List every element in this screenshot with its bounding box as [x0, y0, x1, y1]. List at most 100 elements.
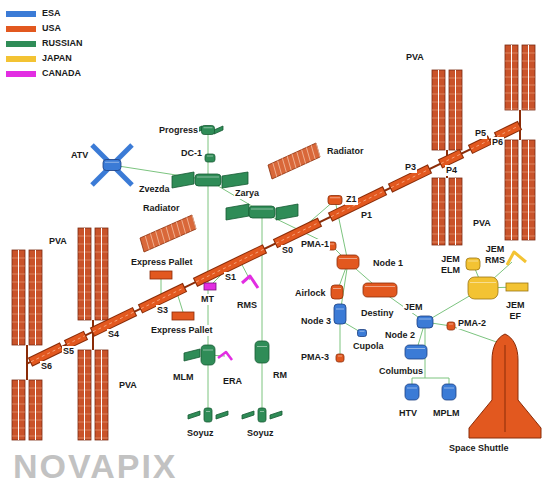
solar-array [18, 380, 19, 440]
rm-module [257, 346, 267, 347]
space-shuttle [505, 345, 506, 432]
cupola-module [360, 331, 365, 332]
node-module [417, 316, 433, 328]
zarya-module [251, 209, 273, 210]
module-solar-panel [172, 172, 194, 188]
legend-label: RUSSIAN [42, 38, 83, 49]
part-label: JEM EF [505, 300, 526, 322]
part-label: DC-1 [180, 148, 203, 159]
radiator-panel [171, 224, 175, 238]
legend: ESAUSARUSSIANJAPANCANADA [6, 6, 83, 81]
truss [67, 336, 85, 345]
legend-row: CANADA [6, 66, 83, 81]
truss [31, 347, 61, 362]
mplm-module [442, 384, 456, 400]
solar-array [84, 228, 85, 320]
part-label: PVA [118, 380, 138, 391]
airlock-module [331, 285, 343, 299]
node-module [334, 304, 346, 324]
radiator-panel [273, 163, 277, 177]
airlock-module [333, 288, 341, 289]
truss [441, 154, 461, 164]
radiator-panel [306, 147, 310, 161]
part-label: S4 [107, 329, 120, 340]
solar-array [78, 350, 91, 440]
solar-array [29, 380, 42, 440]
legend-swatch [6, 41, 36, 47]
node-module [334, 304, 346, 324]
truss [497, 126, 519, 137]
pma-module [336, 354, 344, 362]
progress-module [202, 126, 215, 135]
mobile-transporter [204, 283, 216, 290]
part-label: Cupola [352, 341, 385, 352]
solar-array [101, 350, 102, 440]
part-label: Columbus [378, 366, 424, 377]
truss [497, 126, 519, 137]
part-label: Soyuz [246, 428, 275, 439]
legend-swatch [6, 11, 36, 17]
mlm-module [201, 345, 215, 365]
rm-module [255, 341, 269, 363]
space-shuttle [469, 334, 541, 438]
solar-array [528, 140, 529, 240]
part-label: S5 [62, 346, 75, 357]
columbus-module [407, 348, 425, 349]
legend-row: ESA [6, 6, 83, 21]
part-label: Destiny [360, 308, 395, 319]
solar-array [12, 250, 42, 345]
airlock-module [331, 285, 343, 299]
part-label: P1 [360, 210, 373, 221]
solar-array [18, 250, 19, 345]
pma-module [447, 322, 455, 330]
legend-label: ESA [42, 8, 61, 19]
part-label: PMA-3 [300, 352, 330, 363]
soyuz-vehicle [258, 408, 266, 422]
solar-array [84, 350, 85, 440]
z1-truss [330, 197, 340, 198]
legend-label: JAPAN [42, 53, 72, 64]
part-label: RM [272, 370, 288, 381]
part-label: P5 [474, 128, 487, 139]
part-label: MT [200, 294, 215, 305]
connection-line [112, 165, 348, 262]
solar-array [511, 45, 512, 110]
node-module [337, 255, 359, 269]
jem-elm-module [468, 261, 478, 262]
solar-array [438, 70, 439, 150]
soyuz-vehicle [204, 408, 212, 422]
part-label: ATV [70, 150, 89, 161]
solar-array [12, 380, 25, 440]
mlm-module [203, 350, 213, 351]
module-solar-panel [188, 411, 200, 419]
legend-swatch [6, 26, 36, 32]
part-label: Z1 [345, 194, 358, 205]
part-label: Express Pallet [130, 257, 194, 268]
part-label: PMA-1 [300, 239, 330, 250]
part-label: JEM [403, 302, 424, 313]
jem-ef-platform [506, 283, 528, 291]
part-label: JEM ELM [440, 254, 461, 276]
part-label: PVA [472, 218, 492, 229]
solar-array [35, 380, 36, 440]
solar-array [95, 228, 108, 320]
columbus-module [405, 345, 427, 359]
truss [66, 335, 86, 345]
solar-array [78, 350, 108, 440]
cupola-module [358, 330, 367, 337]
truss [471, 140, 489, 149]
part-label: S1 [224, 272, 237, 283]
solar-array [95, 350, 108, 440]
part-label: S6 [40, 361, 53, 372]
dc1-module [205, 154, 215, 162]
radiator-panel [192, 215, 196, 229]
progress-module [204, 127, 213, 128]
connection-line [178, 296, 183, 312]
module-solar-panel [276, 204, 298, 220]
z1-truss [328, 196, 342, 205]
pma-module [330, 244, 334, 245]
solar-array [432, 178, 462, 245]
